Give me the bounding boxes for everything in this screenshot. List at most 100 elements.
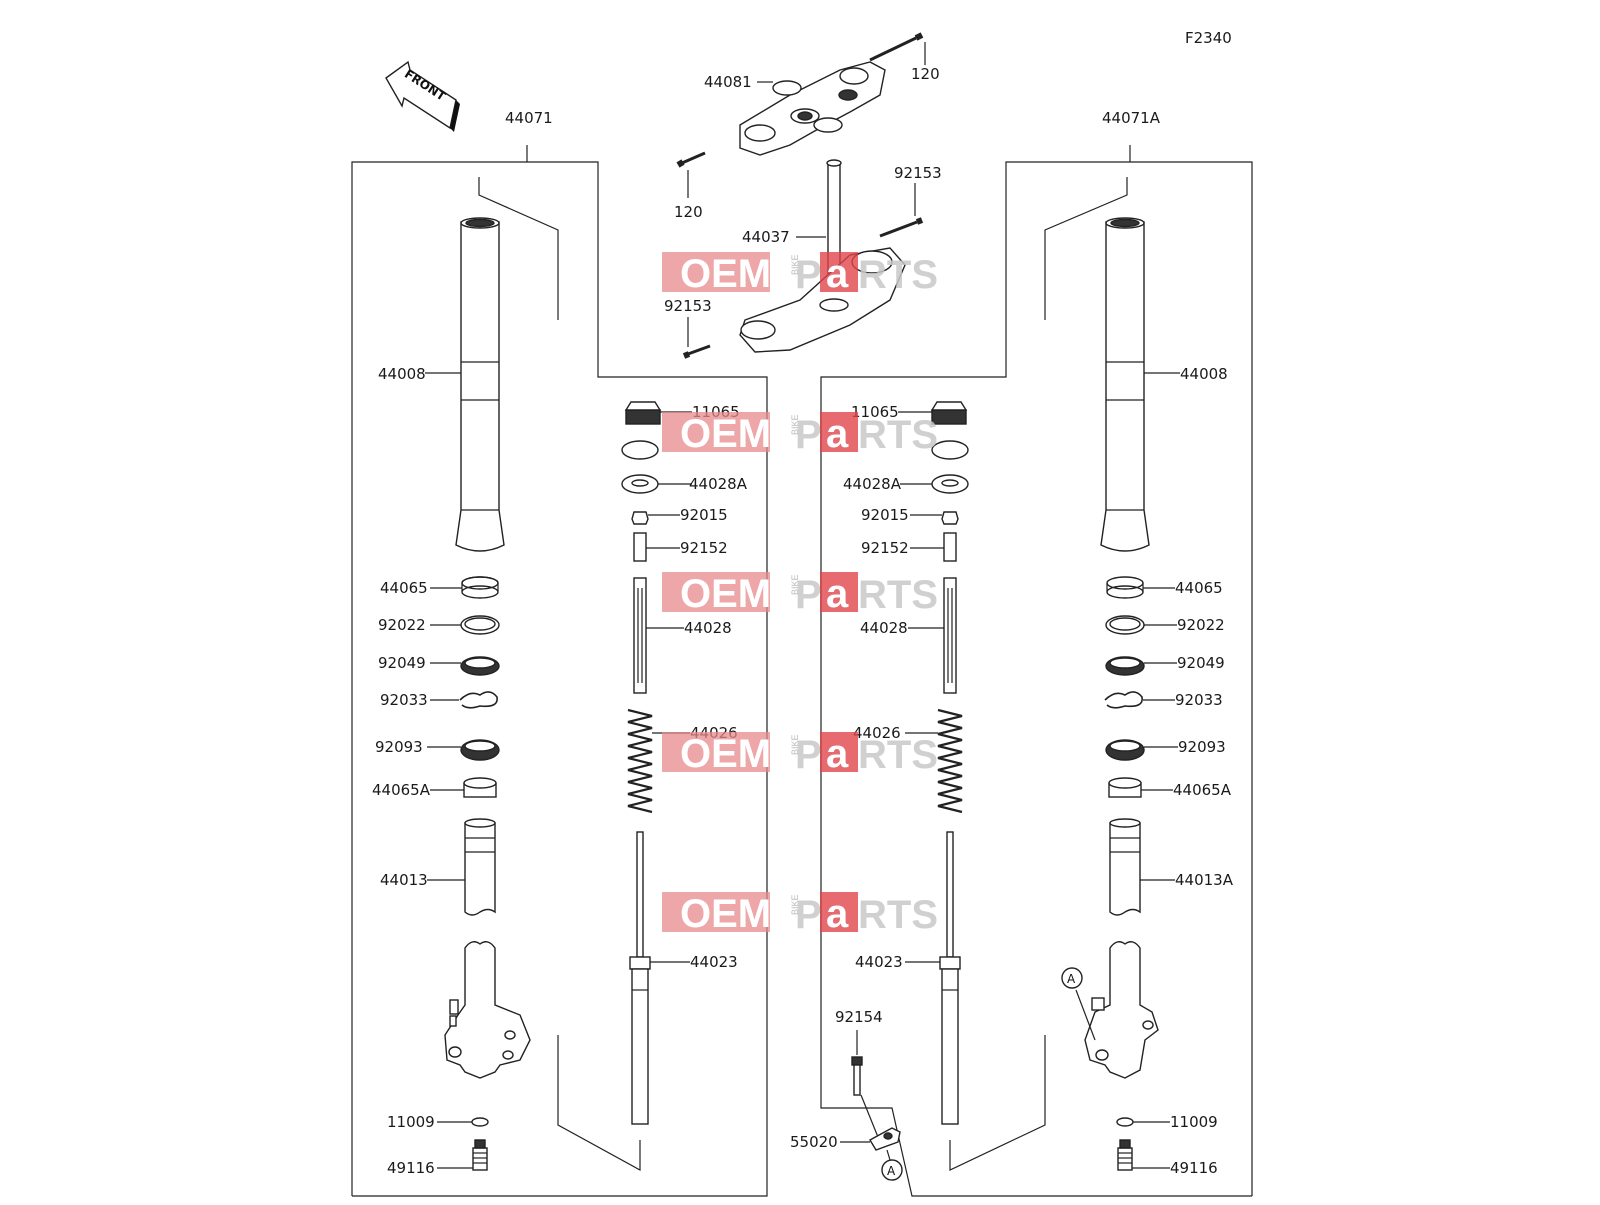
bushing-44065A-left [463, 777, 497, 798]
cartridge-44023-left [629, 831, 651, 1125]
label-120-left: 120 [674, 203, 703, 221]
label-44023-right: 44023 [855, 953, 903, 971]
watermark-1: OEM BIKE P a RTS [662, 252, 938, 297]
dust-seal-92093-left [460, 739, 500, 761]
label-92022-left: 92022 [378, 616, 426, 634]
svg-text:P: P [795, 573, 822, 617]
label-92049-left: 92049 [378, 654, 426, 672]
front-arrow-icon: FRONT [385, 60, 460, 132]
left-group-label: 44071 [505, 109, 553, 127]
svg-text:A: A [1067, 972, 1076, 986]
watermark-4: OEM BIKE P a RTS [662, 732, 938, 777]
svg-text:BIKE: BIKE [790, 734, 800, 755]
label-44023-left: 44023 [690, 953, 738, 971]
nut-92015-left [631, 511, 649, 525]
cartridge-44023-right [939, 831, 961, 1125]
svg-text:OEM: OEM [680, 252, 771, 296]
diagram-code: F2340 [1185, 29, 1232, 47]
ref-marker-a-right: A [1061, 967, 1083, 989]
label-120-right: 120 [911, 65, 940, 83]
svg-text:RTS: RTS [858, 253, 938, 297]
label-92022-right: 92022 [1177, 616, 1225, 634]
label-92153-right: 92153 [894, 164, 942, 182]
circlip-92033-left [459, 691, 498, 709]
label-92154: 92154 [835, 1008, 883, 1026]
label-92152-left: 92152 [680, 539, 728, 557]
upper-triple-clamp [739, 61, 886, 156]
label-44037: 44037 [742, 228, 790, 246]
label-44026-right: 44026 [853, 724, 901, 742]
label-44081: 44081 [704, 73, 752, 91]
washer-92022-left [460, 615, 500, 635]
collar-92152-left [633, 532, 647, 562]
nut-92015-right [941, 511, 959, 525]
svg-text:OEM: OEM [680, 572, 771, 616]
watermark-3: OEM BIKE P a RTS [662, 572, 938, 617]
o-ring-11009-right [1116, 1117, 1134, 1127]
svg-text:P: P [795, 733, 822, 777]
spacer-pipe-44028-right [943, 577, 957, 694]
label-92015-left: 92015 [680, 506, 728, 524]
collar-92152-right [943, 532, 957, 562]
svg-text:a: a [826, 732, 849, 776]
svg-text:BIKE: BIKE [790, 574, 800, 595]
label-92152-right: 92152 [861, 539, 909, 557]
label-44028-left: 44028 [684, 619, 732, 637]
inner-tube-left [464, 818, 496, 916]
o-ring-left-center [621, 440, 659, 460]
label-44065-left: 44065 [380, 579, 428, 597]
right-group-label: 44071A [1102, 109, 1161, 127]
label-11009-right: 11009 [1170, 1113, 1218, 1131]
circlip-92033-right [1104, 691, 1143, 709]
lower-leg-caliper-mount-left [444, 941, 531, 1079]
svg-text:P: P [795, 253, 822, 297]
label-44065A-right: 44065A [1173, 781, 1232, 799]
svg-text:a: a [826, 572, 849, 616]
label-44065A-left: 44065A [372, 781, 431, 799]
label-49116-left: 49116 [387, 1159, 435, 1177]
label-44028A-left: 44028A [689, 475, 748, 493]
fork-cap-11065-right [930, 401, 968, 425]
fork-cap-11065-left [624, 401, 662, 425]
dust-seal-92093-right [1105, 739, 1145, 761]
outer-tube-right [1100, 217, 1150, 552]
oil-seal-92049-left [460, 656, 500, 676]
label-49116-right: 49116 [1170, 1159, 1218, 1177]
svg-text:BIKE: BIKE [790, 414, 800, 435]
spacer-cap-44028A-right [931, 474, 969, 494]
bushing-44065-left [461, 576, 499, 599]
left-group-frame [351, 145, 768, 1197]
bracket-55020 [869, 1127, 901, 1151]
lower-leg-caliper-mount-right [1084, 941, 1159, 1079]
spacer-cap-44028A-left [621, 474, 659, 494]
label-92033-right: 92033 [1175, 691, 1223, 709]
watermark-5: OEM BIKE P a RTS [662, 892, 938, 937]
bolt-92153-right [879, 217, 924, 238]
svg-text:OEM: OEM [680, 412, 771, 456]
spring-44026-left [627, 708, 653, 814]
svg-text:BIKE: BIKE [790, 254, 800, 275]
label-92015-right: 92015 [861, 506, 909, 524]
label-44008-right: 44008 [1180, 365, 1228, 383]
label-92093-right: 92093 [1178, 738, 1226, 756]
label-44028-right: 44028 [860, 619, 908, 637]
label-44013A-right: 44013A [1175, 871, 1234, 889]
oil-seal-92049-right [1105, 656, 1145, 676]
svg-text:a: a [826, 892, 849, 936]
bushing-44065-right [1106, 576, 1144, 599]
watermark-2: OEM BIKE P a RTS [662, 412, 938, 457]
svg-text:BIKE: BIKE [790, 894, 800, 915]
label-92093-left: 92093 [375, 738, 423, 756]
svg-text:OEM: OEM [680, 892, 771, 936]
label-44065-right: 44065 [1175, 579, 1223, 597]
o-ring-11009-left [471, 1117, 489, 1127]
bolt-120-right [869, 32, 924, 62]
spacer-pipe-44028-left [633, 577, 647, 694]
bolt-92153-left [682, 344, 711, 359]
svg-text:P: P [795, 413, 822, 457]
bushing-44065A-right [1108, 777, 1142, 798]
ref-marker-a-bottom: A [881, 1159, 903, 1181]
svg-text:A: A [887, 1164, 896, 1178]
